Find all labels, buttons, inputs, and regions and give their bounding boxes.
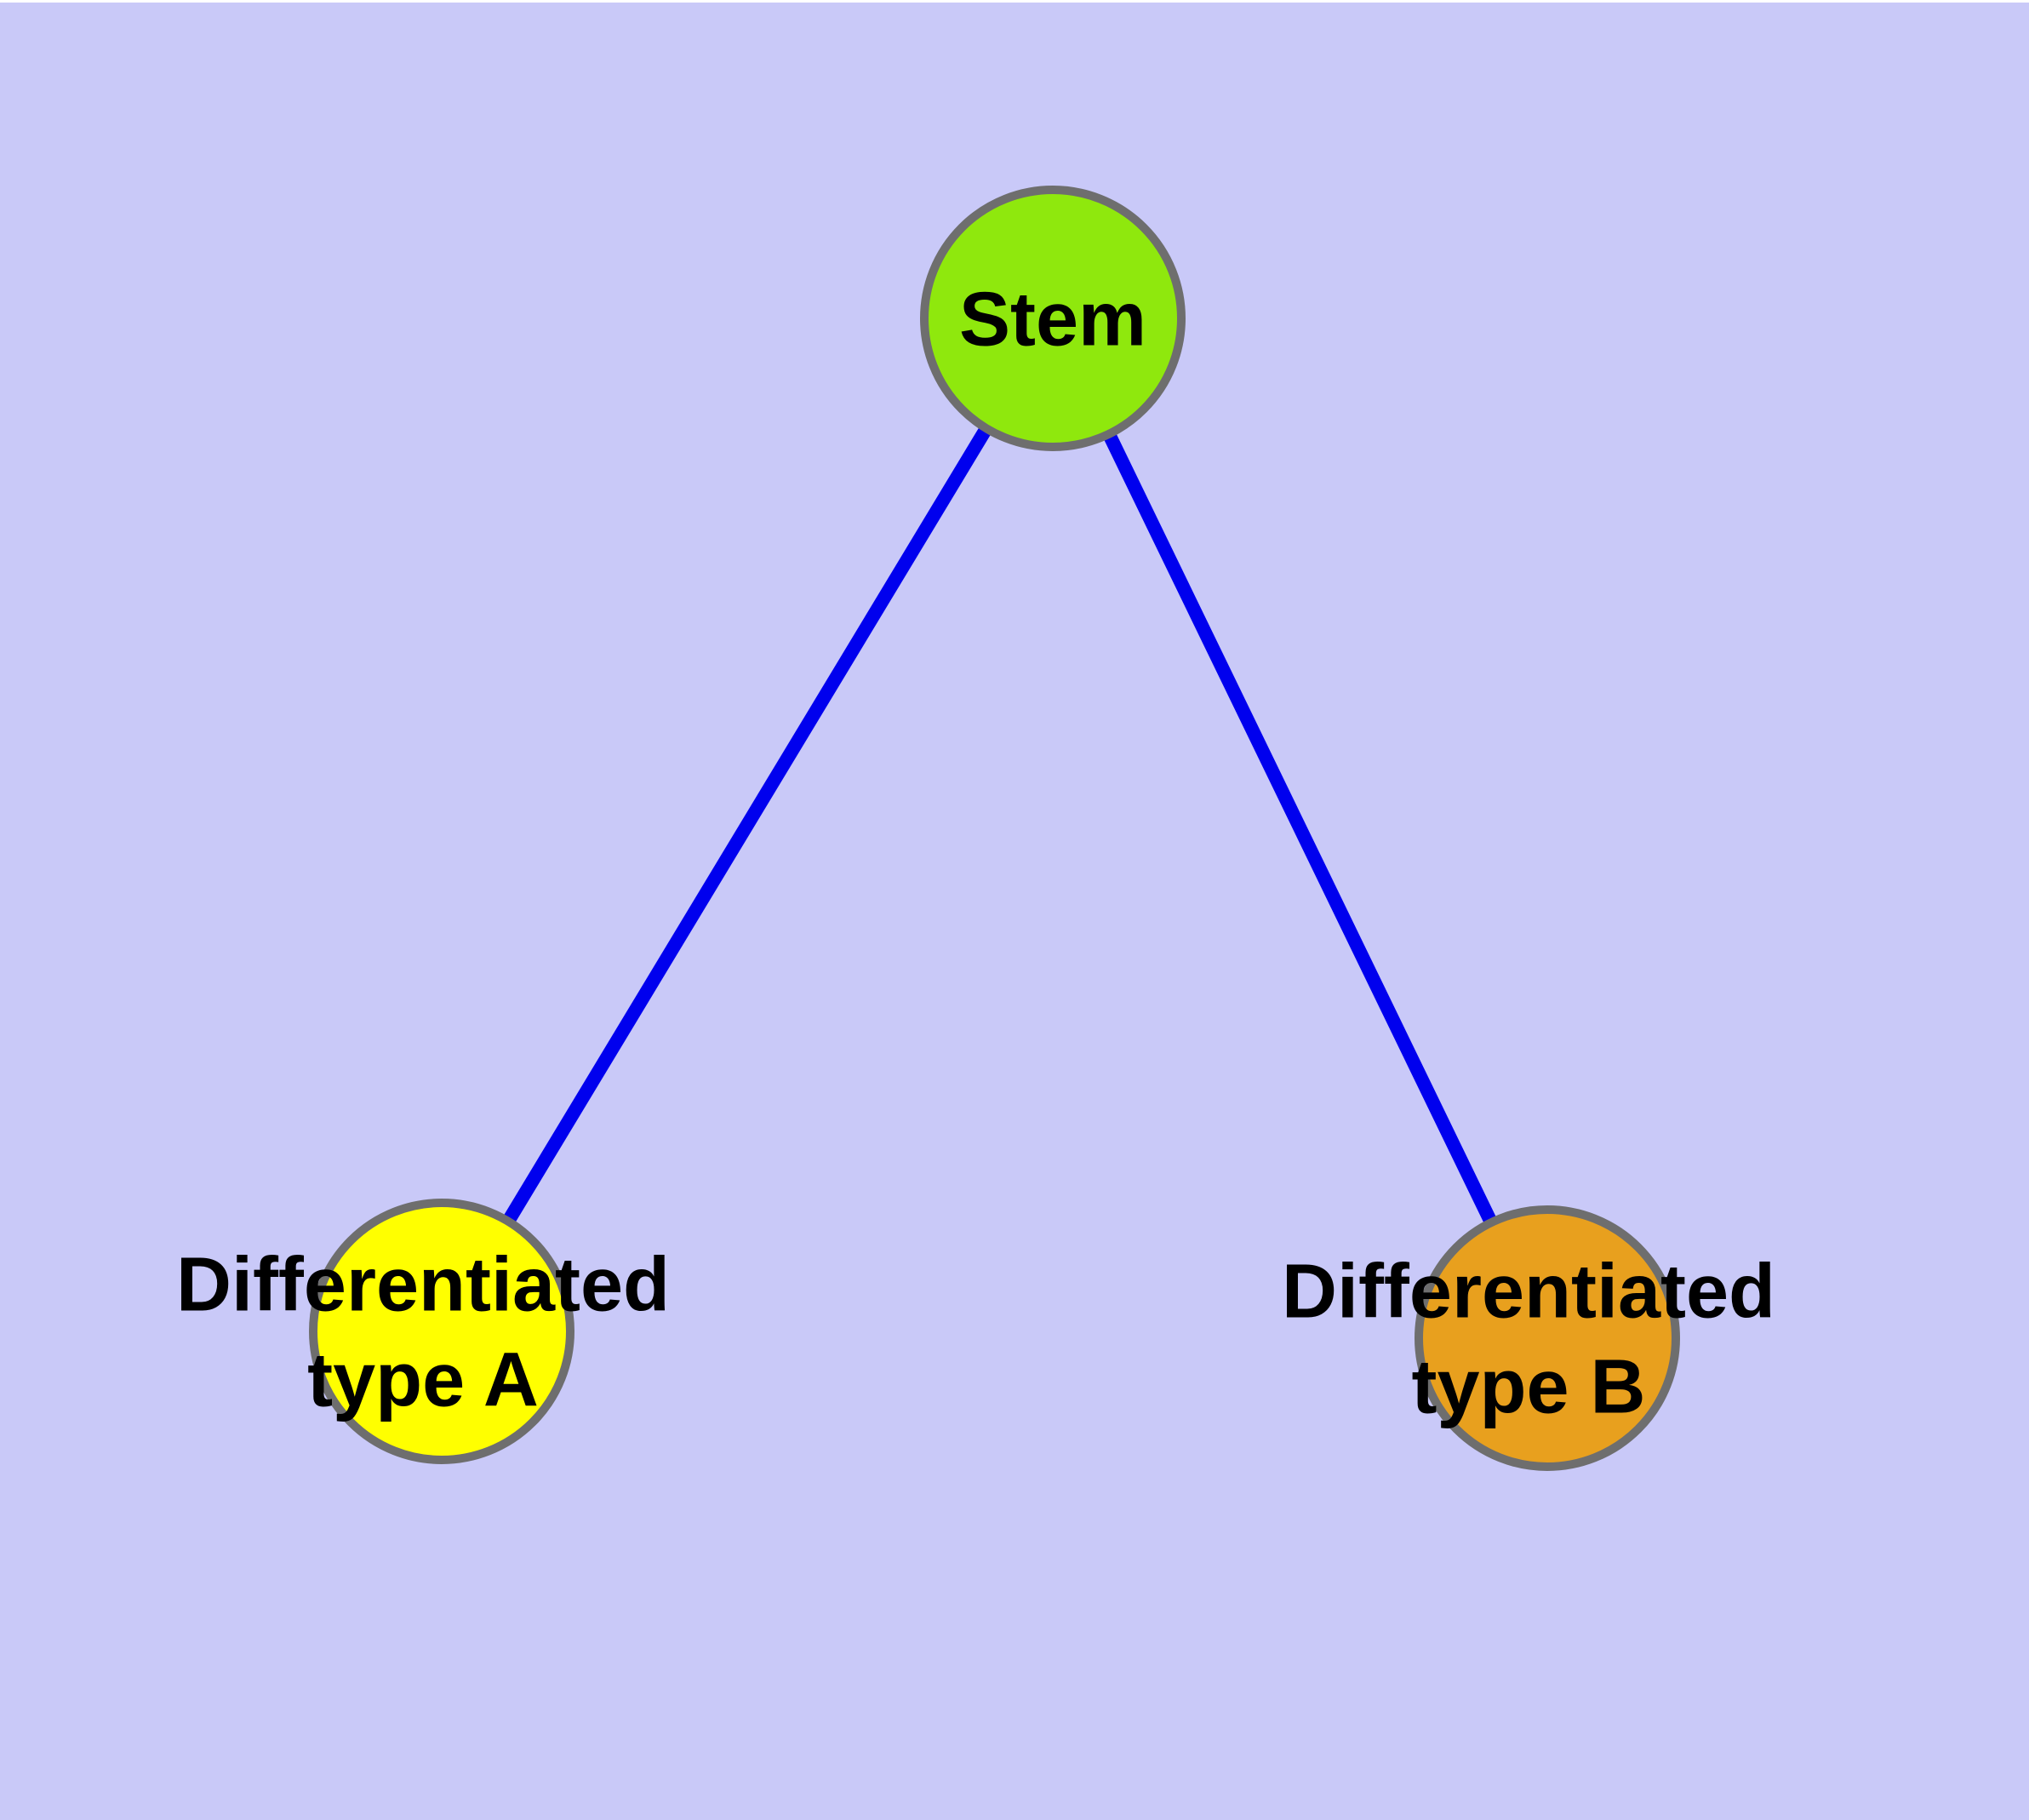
window-top-edge [0, 0, 2029, 3]
node-stem[interactable]: Stem [920, 186, 1186, 451]
node-differentiated-type-b-circle[interactable] [1415, 1205, 1680, 1471]
node-stem-label: Stem [959, 278, 1146, 363]
node-stem-circle[interactable] [920, 186, 1186, 451]
edge-stem-to-type-b [1046, 315, 1554, 1342]
edge-stem-to-type-a [436, 314, 1059, 1336]
node-differentiated-type-a-circle[interactable] [309, 1199, 574, 1464]
